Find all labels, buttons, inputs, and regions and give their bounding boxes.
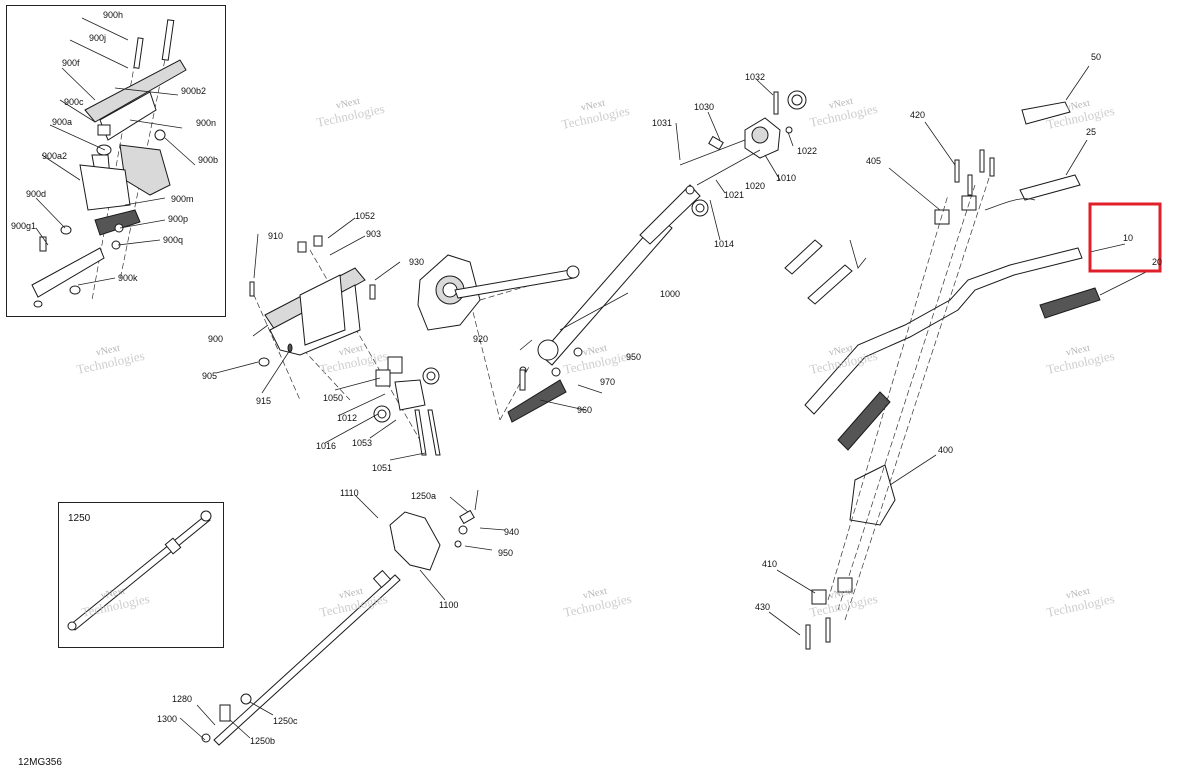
- callout-900a[interactable]: 900a: [52, 117, 73, 127]
- callout-25[interactable]: 25: [1086, 127, 1097, 137]
- callout-900p[interactable]: 900p: [168, 214, 189, 224]
- callout-1250a[interactable]: 1250a: [411, 491, 437, 501]
- callout-1032[interactable]: 1032: [745, 72, 766, 82]
- callout-1022[interactable]: 1022: [797, 146, 818, 156]
- callout-20[interactable]: 20: [1152, 257, 1163, 267]
- steering-support-bracket: [215, 217, 501, 461]
- callout-1052[interactable]: 1052: [355, 211, 376, 221]
- callout-1100[interactable]: 1100: [439, 600, 459, 610]
- callout-1020[interactable]: 1020: [745, 181, 766, 191]
- callout-1030[interactable]: 1030: [694, 102, 715, 112]
- callout-1010[interactable]: 1010: [776, 173, 797, 183]
- callout-900d[interactable]: 900d: [26, 189, 47, 199]
- callout-1280[interactable]: 1280: [172, 694, 193, 704]
- callout-1250b[interactable]: 1250b: [250, 736, 276, 746]
- callout-905[interactable]: 905: [202, 371, 218, 381]
- callout-400[interactable]: 400: [938, 445, 954, 455]
- callout-10[interactable]: 10: [1123, 233, 1134, 243]
- callout-970[interactable]: 970: [600, 377, 616, 387]
- callout-1110[interactable]: 1110: [340, 488, 359, 498]
- callout-900c[interactable]: 900c: [64, 97, 84, 107]
- callout-915[interactable]: 915: [256, 396, 272, 406]
- callout-950-lower[interactable]: 950: [498, 548, 514, 558]
- tie-rod-inset-frame: [58, 502, 224, 648]
- callout-900q[interactable]: 900q: [163, 235, 184, 245]
- callout-900b[interactable]: 900b: [198, 155, 219, 165]
- callout-1021[interactable]: 1021: [724, 190, 745, 200]
- callout-900f[interactable]: 900f: [62, 58, 80, 68]
- steering-column: [454, 79, 807, 423]
- callout-430[interactable]: 430: [755, 602, 771, 612]
- callout-900m[interactable]: 900m: [171, 194, 194, 204]
- callout-420[interactable]: 420: [910, 110, 926, 120]
- callout-900b2[interactable]: 900b2: [181, 86, 207, 96]
- bracket-inset-frame: [6, 5, 226, 317]
- inset-1250-title: 1250: [68, 513, 91, 524]
- callout-910[interactable]: 910: [268, 231, 284, 241]
- callout-1051[interactable]: 1051: [372, 463, 393, 473]
- callout-950-upper[interactable]: 950: [626, 352, 642, 362]
- callout-940[interactable]: 940: [504, 527, 520, 537]
- sheet-code: 12MG356: [18, 757, 62, 768]
- lower-steering-shaft: [179, 489, 506, 746]
- callout-900j[interactable]: 900j: [89, 33, 107, 43]
- callout-900[interactable]: 900: [208, 334, 224, 344]
- highlight-box-10: [1088, 202, 1162, 273]
- callout-1016[interactable]: 1016: [316, 441, 337, 451]
- callout-1053[interactable]: 1053: [352, 438, 373, 448]
- callout-1000[interactable]: 1000: [660, 289, 681, 299]
- callout-1014[interactable]: 1014: [714, 239, 735, 249]
- callout-900g1[interactable]: 900g1: [11, 221, 37, 231]
- callout-903[interactable]: 903: [366, 229, 382, 239]
- callout-1300[interactable]: 1300: [157, 714, 178, 724]
- callout-1250c[interactable]: 1250c: [273, 716, 298, 726]
- callout-900a2[interactable]: 900a2: [42, 151, 68, 161]
- callout-50[interactable]: 50: [1091, 52, 1102, 62]
- tie-rod-inset-1250: [67, 510, 212, 631]
- callout-1050[interactable]: 1050: [323, 393, 344, 403]
- callout-930[interactable]: 930: [409, 257, 425, 267]
- callout-920[interactable]: 920: [473, 334, 489, 344]
- bracket-assembly-inset: [31, 17, 196, 308]
- callout-1031[interactable]: 1031: [652, 118, 673, 128]
- callout-900h[interactable]: 900h: [103, 10, 124, 20]
- callout-1012[interactable]: 1012: [337, 413, 358, 423]
- callout-900n[interactable]: 900n: [196, 118, 217, 128]
- callout-405[interactable]: 405: [866, 156, 882, 166]
- handlebar-assembly: [768, 65, 1151, 650]
- callout-900k[interactable]: 900k: [118, 273, 138, 283]
- callout-960[interactable]: 960: [577, 405, 593, 415]
- callout-410[interactable]: 410: [762, 559, 778, 569]
